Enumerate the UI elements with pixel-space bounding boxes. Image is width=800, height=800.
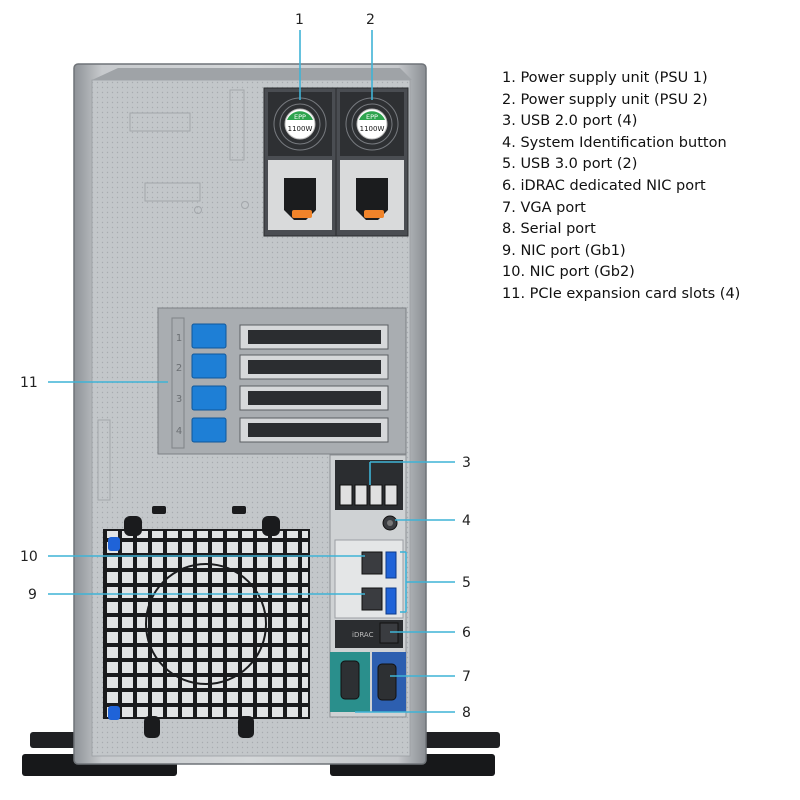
pcie-slot-2[interactable]: 2: [176, 353, 389, 380]
legend-item: 11. PCIe expansion card slots (4): [502, 285, 741, 302]
callout-10: 10: [20, 549, 38, 565]
psu-2-power-inlet-icon: [356, 178, 388, 220]
pcie-slot-4[interactable]: 4: [176, 417, 389, 443]
callout-1: 1: [295, 12, 304, 28]
vga-port[interactable]: [377, 663, 397, 701]
callout-11: 11: [20, 375, 38, 391]
psu-1[interactable]: EPP 1100W: [263, 87, 337, 237]
psu-2-brand: EPP: [366, 113, 378, 121]
embossed-markings: [97, 89, 249, 501]
pcie-slot-1-clip[interactable]: [191, 323, 227, 349]
callout-5: 5: [462, 575, 471, 591]
legend-item: 3. USB 2.0 port (4): [502, 113, 638, 130]
idrac-label: iDRAC: [352, 631, 374, 639]
nic-port-gb1[interactable]: [361, 587, 383, 611]
pcie-slot-1[interactable]: 1: [176, 323, 389, 350]
legend-item: 6. iDRAC dedicated NIC port: [502, 177, 706, 194]
legend-item: 2. Power supply unit (PSU 2): [502, 91, 708, 108]
system-fan-grille: [103, 529, 310, 719]
psu-1-release-latch[interactable]: [292, 210, 312, 218]
callout-3: 3: [462, 455, 471, 471]
pcie-slot-2-number: 2: [176, 363, 182, 374]
pcie-slot-3-number: 3: [176, 394, 182, 405]
psu-2-rating: 1100W: [360, 125, 385, 133]
legend-item: 5. USB 3.0 port (2): [502, 156, 638, 173]
legend-item: 9. NIC port (Gb1): [502, 242, 626, 259]
usb-2-port-group: [339, 484, 398, 506]
legend-item: 4. System Identification button: [502, 134, 727, 151]
usb-2-port-1[interactable]: [339, 484, 353, 506]
usb-3-port-2[interactable]: [385, 587, 397, 615]
pcie-slot-3-clip[interactable]: [191, 385, 227, 411]
callout-6: 6: [462, 625, 471, 641]
psu-1-brand: EPP: [294, 113, 306, 121]
psu-1-rating: 1100W: [288, 125, 313, 133]
usb-3-port-1[interactable]: [385, 551, 397, 579]
callout-7: 7: [462, 669, 471, 685]
system-id-button[interactable]: [382, 515, 398, 531]
legend-item: 8. Serial port: [502, 221, 596, 238]
callout-2: 2: [366, 12, 375, 28]
legend-item: 10. NIC port (Gb2): [502, 264, 635, 281]
callout-lines: [48, 30, 455, 713]
psu-2[interactable]: EPP 1100W: [335, 87, 409, 237]
slot-vent-pattern-icon: [248, 330, 381, 344]
pcie-slot-1-number: 1: [176, 333, 182, 344]
component-legend: 1. Power supply unit (PSU 1) 2. Power su…: [502, 68, 740, 306]
serial-port[interactable]: [340, 660, 360, 700]
blue-touch-points: [108, 537, 120, 720]
usb-2-port-4[interactable]: [384, 484, 398, 506]
usb-2-port-3[interactable]: [369, 484, 383, 506]
idrac-nic-port[interactable]: [379, 622, 399, 644]
fan-mounting-tabs: [124, 506, 280, 738]
legend-item: 1. Power supply unit (PSU 1): [502, 70, 708, 86]
psu-2-release-latch[interactable]: [364, 210, 384, 218]
callout-4: 4: [462, 513, 471, 529]
callout-8: 8: [462, 705, 471, 721]
pcie-slot-2-clip[interactable]: [191, 353, 227, 379]
nic-port-gb2[interactable]: [361, 551, 383, 575]
pcie-slot-4-clip[interactable]: [191, 417, 227, 443]
psu-1-power-inlet-icon: [284, 178, 316, 220]
pcie-slot-3[interactable]: 3: [176, 385, 389, 411]
usb-2-port-2[interactable]: [354, 484, 368, 506]
legend-item: 7. VGA port: [502, 199, 586, 216]
pcie-slot-4-number: 4: [176, 426, 182, 437]
callout-9: 9: [28, 587, 37, 603]
